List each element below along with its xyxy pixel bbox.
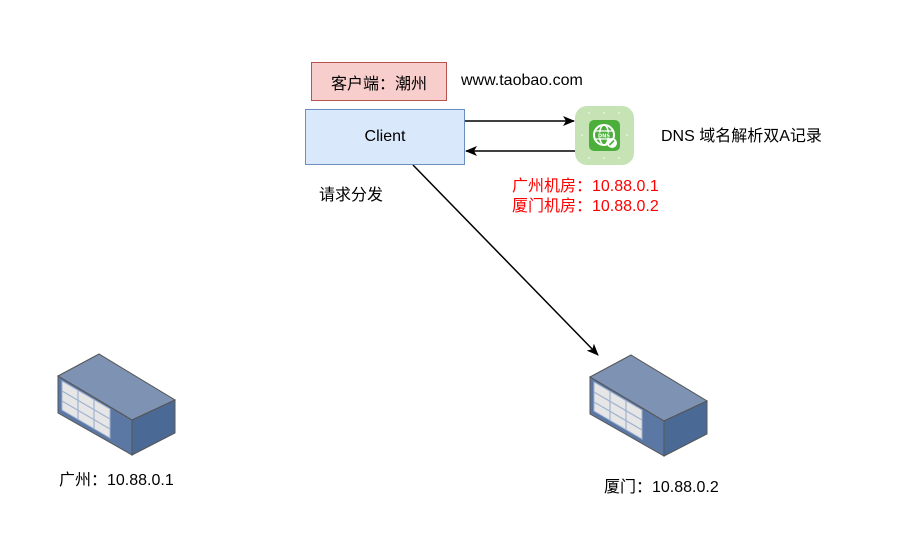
server-guangzhou-label: 广州：10.88.0.1 (59, 472, 174, 489)
domain-name-label: www.taobao.com (461, 72, 583, 89)
dns-title: DNS 域名解析双A记录 (661, 128, 822, 145)
server-drive-bays (61, 380, 111, 439)
server-side-face (663, 400, 708, 457)
client-node-label: Client (364, 128, 406, 145)
svg-text:DNS: DNS (598, 133, 610, 139)
client-region-text: 客户端：潮州 (330, 75, 427, 93)
client-node[interactable]: Client (305, 109, 465, 165)
dns-record-xiamen: 厦门机房：10.88.0.2 (512, 198, 659, 215)
server-drive-bays (593, 381, 643, 440)
server-xiamen (588, 354, 709, 457)
dispatch-arrow (412, 164, 599, 356)
dns-globe-icon: DNS (589, 120, 620, 151)
server-guangzhou (56, 353, 177, 456)
dns-record-guangzhou: 广州机房：10.88.0.1 (512, 178, 659, 195)
server-side-face (131, 399, 176, 456)
dispatch-label: 请求分发 (319, 187, 384, 204)
server-xiamen-label: 厦门：10.88.0.2 (604, 479, 719, 496)
client-region-label[interactable]: 客户端：潮州 (311, 62, 447, 101)
